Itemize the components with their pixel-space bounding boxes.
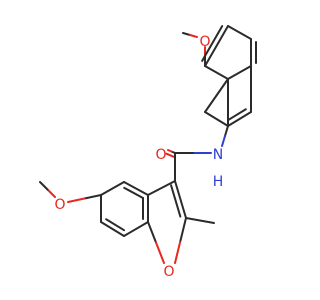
bond-c2-c3-double	[170, 184, 182, 218]
bond-ring	[227, 25, 252, 40]
bond-ring	[100, 181, 125, 196]
bond-oxygen-methyl	[46, 188, 56, 198]
bond-ring	[204, 78, 229, 113]
bond-aryl-oxygen	[83, 194, 102, 200]
bond-furan-oxygen	[155, 241, 165, 264]
amide-nitrogen: N	[213, 147, 223, 163]
bond-methyl-oxygen	[189, 34, 198, 38]
bond-ring-double	[201, 25, 224, 62]
bond-aryl-nitrogen	[221, 135, 226, 147]
bond-ring	[147, 180, 176, 196]
bond-ring	[204, 65, 229, 80]
furan-oxygen: O	[163, 264, 174, 280]
bond-ring-double	[226, 108, 247, 122]
bond-ring-double	[105, 218, 126, 232]
bond-furan-oxygen	[147, 221, 157, 244]
bond-ring-double	[123, 186, 144, 199]
bond-carbonyl-oxygen-double	[165, 152, 175, 158]
bonds	[39, 25, 257, 264]
bond-ring	[204, 25, 229, 67]
bond-aryl-oxygen	[67, 197, 86, 203]
chemical-structure-diagram: O O N H O O	[39, 25, 257, 280]
bond-ring	[123, 221, 149, 237]
bond-c2-c3	[174, 180, 187, 219]
bond-ring	[204, 111, 229, 127]
bond-aryl-nitrogen	[224, 125, 229, 137]
bond-oxygen-methyl	[39, 181, 49, 191]
bond-furan-oxygen	[179, 217, 187, 242]
methoxy-oxygen-top: O	[199, 34, 210, 50]
bond-methyl-oxygen	[182, 32, 191, 36]
bond-methyl	[185, 217, 215, 224]
bond-ring	[123, 181, 149, 196]
bond-ring	[227, 65, 252, 80]
bond-furan-oxygen	[174, 239, 182, 264]
bond-ring	[100, 221, 125, 237]
carbonyl-oxygen: O	[155, 147, 166, 163]
amide-hydrogen: H	[213, 174, 224, 190]
bond-ring	[227, 111, 252, 127]
bond-carbonyl-oxygen	[167, 149, 173, 153]
methoxy-oxygen-left: O	[54, 197, 65, 213]
